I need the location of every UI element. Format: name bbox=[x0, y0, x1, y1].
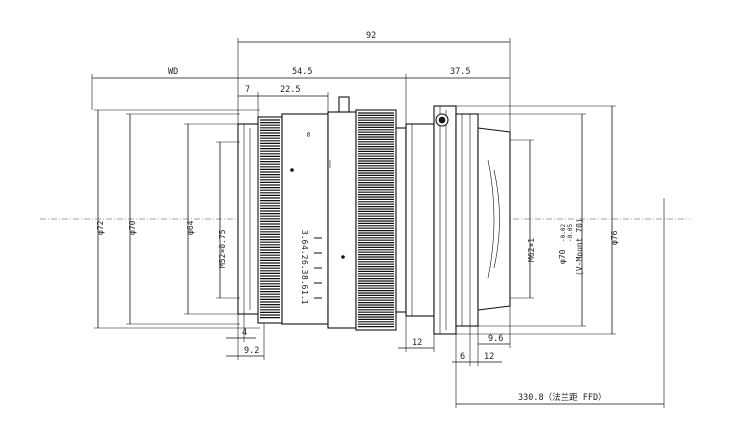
aperture-mark: 4.2 bbox=[300, 245, 309, 260]
dim-m62-thread: M62×1 bbox=[527, 238, 536, 262]
dim-12-mount: 12 bbox=[412, 338, 422, 348]
v-mount-flange bbox=[433, 105, 457, 335]
dim-7: 7 bbox=[245, 85, 250, 95]
aperture-scale: 3.64.26.38.61.1 bbox=[300, 230, 322, 305]
front-filter-section bbox=[237, 123, 261, 315]
aperture-mark: 8.6 bbox=[300, 275, 309, 290]
lock-screw bbox=[338, 96, 350, 113]
dim-v-mount-label: (V-Mount 70) bbox=[575, 218, 584, 276]
rear-thread bbox=[455, 113, 479, 327]
dim-22-5: 22.5 bbox=[280, 85, 300, 95]
iris-barrel bbox=[327, 111, 357, 329]
dim-92-overall: 92 bbox=[366, 31, 376, 41]
rear-lens-curve bbox=[487, 159, 495, 279]
ring-infinity-mark: ∞ bbox=[304, 132, 313, 137]
dim-phi64: φ64 bbox=[186, 220, 195, 235]
dim-phi70-front: φ70 bbox=[128, 220, 137, 235]
dim-phi72: φ72 bbox=[96, 220, 105, 235]
dim-54-5: 54.5 bbox=[292, 67, 312, 77]
aperture-mark: 6.3 bbox=[300, 260, 309, 275]
neck bbox=[395, 127, 407, 313]
front-knurl-pattern bbox=[260, 119, 280, 319]
top-dimensions: 92 WD 54.5 37.5 7 22.5 bbox=[91, 31, 511, 132]
dim-phi70-mount: φ70 bbox=[558, 249, 567, 264]
dim-tolerance-upper: -0.02 bbox=[560, 224, 567, 242]
dim-tolerance-lower: -0.05 bbox=[567, 224, 574, 242]
rear-knurled-ring bbox=[355, 109, 397, 331]
dim-wd: WD bbox=[168, 67, 178, 77]
ring-marks: ∞ 3.64.26.38.61.1 bbox=[290, 132, 345, 305]
dim-37-5: 37.5 bbox=[450, 67, 470, 77]
dim-phi76: φ76 bbox=[610, 230, 619, 245]
dim-4: 4 bbox=[242, 328, 247, 338]
aperture-mark: 1.1 bbox=[300, 290, 309, 305]
dim-6: 6 bbox=[460, 352, 465, 362]
aperture-mark: 3.6 bbox=[300, 230, 309, 245]
dim-ffd: 330.8（法兰距 FFD） bbox=[518, 392, 607, 403]
rear-knurl-pattern bbox=[358, 112, 394, 328]
bottom-dimensions: 4 9.2 12 9.6 6 12 330.8（法兰距 FFD） bbox=[226, 198, 665, 408]
right-dimensions: M62×1 φ70 -0.02 -0.05 (V-Mount 70) φ76 bbox=[456, 105, 619, 335]
dim-9-2: 9.2 bbox=[244, 346, 259, 356]
dim-m52-thread: M52×0.75 bbox=[218, 229, 227, 268]
left-dimensions: φ72 φ70 φ64 M52×0.75 bbox=[94, 109, 260, 329]
mount-body bbox=[405, 123, 435, 317]
dim-12-rear: 12 bbox=[484, 352, 494, 362]
lens-body bbox=[237, 96, 511, 335]
dim-9-6: 9.6 bbox=[488, 334, 503, 344]
